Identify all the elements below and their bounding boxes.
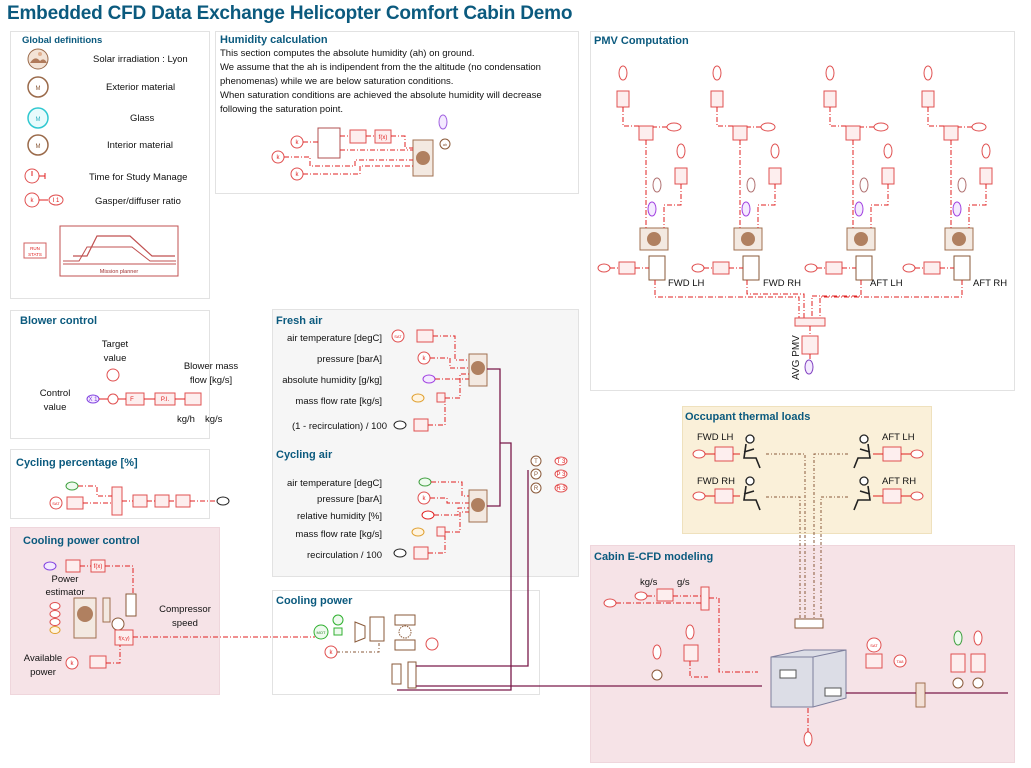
panel-pmv-computation	[590, 31, 1015, 391]
pmv-title: PMV Computation	[594, 35, 689, 47]
cycling-air-label: relative humidity [%]	[296, 511, 382, 522]
occupants-title: Occupant thermal loads	[685, 411, 811, 423]
panel-occupant-thermal-loads	[682, 406, 932, 534]
pmv-zone-label: AFT LH	[870, 278, 903, 289]
humidity-line: phenomenas) while we are below saturatio…	[220, 76, 454, 87]
blower-control-label: Control value	[39, 388, 71, 413]
blower-title: Blower control	[20, 315, 98, 327]
fresh-air-title: Fresh air	[276, 315, 323, 327]
cabin-unit-kgs: kg/s	[640, 577, 658, 588]
cycling-air-label: recirculation / 100	[307, 550, 382, 561]
humidity-line: This section computes the absolute humid…	[220, 48, 475, 59]
cooling-ctrl-title: Cooling power control	[23, 535, 140, 547]
blower-massflow-label: Blower mass flow [kg/s]	[183, 361, 239, 386]
pmv-zone-label: AFT RH	[973, 278, 1008, 289]
diagram-title: Embedded CFD Data Exchange Helicopter Co…	[7, 3, 573, 24]
gd-label-gasper: Gasper/diffuser ratio	[95, 196, 181, 207]
global-definitions-title: Global definitions	[22, 35, 103, 46]
humidity-line: following the saturation point.	[220, 104, 344, 115]
available-power-label: Available power	[23, 653, 63, 678]
cycling-air-label: air temperature [degC]	[286, 478, 382, 489]
gd-label-interior: Interior material	[107, 140, 173, 151]
humidity-description: This section computes the absolute humid…	[220, 47, 575, 117]
cabin-title: Cabin E-CFD modeling	[594, 551, 714, 563]
pmv-zone-label: FWD RH	[763, 278, 801, 289]
blower-unit-kgs: kg/s	[205, 414, 223, 425]
fresh-air-label: pressure [barA]	[317, 354, 382, 365]
fresh-air-label: absolute humidity [g/kg]	[282, 375, 382, 386]
cabin-unit-gs: g/s	[677, 577, 690, 588]
gd-label-time: Time for Study Manage	[89, 172, 188, 183]
humidity-title: Humidity calculation	[220, 34, 328, 46]
cycling-air-title: Cycling air	[276, 449, 333, 461]
humidity-line: When saturation conditions are achieved …	[220, 90, 542, 101]
pmv-zone-label: FWD LH	[668, 278, 705, 289]
fresh-air-label: mass flow rate [kg/s]	[295, 396, 382, 407]
cycling-air-label: pressure [barA]	[317, 494, 382, 505]
compressor-speed-label: Compressor speed	[159, 604, 211, 629]
panel-global-definitions	[10, 31, 210, 299]
gd-label-exterior: Exterior material	[106, 82, 176, 93]
humidity-line: We assume that the ah is indipendent fro…	[220, 62, 541, 73]
cycling-pct-title: Cycling percentage [%]	[16, 457, 138, 469]
gd-label-solar: Solar irradiation : Lyon	[93, 54, 188, 65]
cooling-power-title: Cooling power	[276, 595, 353, 607]
blower-target-label: Target value	[101, 339, 129, 364]
blower-unit-kgh: kg/h	[177, 414, 195, 425]
avg-pmv-label: AVG PMV	[791, 335, 802, 380]
power-estimator-label: Power estimator	[45, 574, 85, 598]
occupant-label: AFT RH	[882, 476, 917, 487]
occupant-label: FWD RH	[697, 476, 735, 487]
occupant-label: AFT LH	[882, 432, 915, 443]
gd-label-glass: Glass	[130, 113, 155, 124]
fresh-air-label: (1 - recirculation) / 100	[291, 421, 387, 432]
fresh-air-label: air temperature [degC]	[286, 333, 382, 344]
cycling-air-label: mass flow rate [kg/s]	[295, 529, 382, 540]
occupant-label: FWD LH	[697, 432, 734, 443]
